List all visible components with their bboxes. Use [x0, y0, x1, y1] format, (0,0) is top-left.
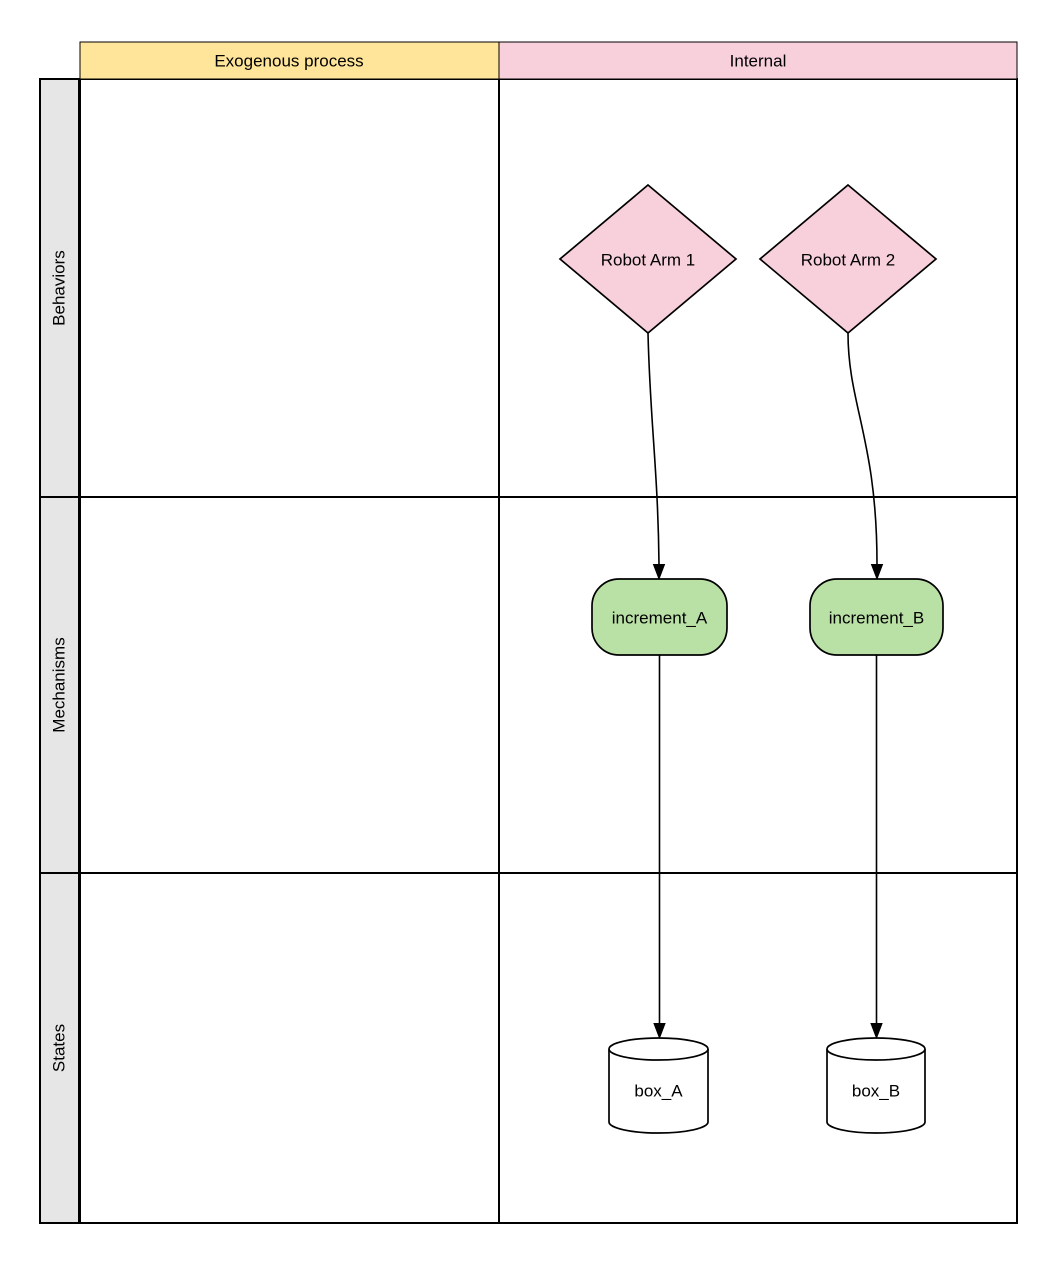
diamond-robot-arm-2-label: Robot Arm 2 — [801, 251, 896, 270]
cylinder-box-a: box_A — [608, 1037, 709, 1134]
row-label-states: States — [50, 1024, 69, 1072]
cylinder-box-a-top — [608, 1037, 709, 1061]
cylinder-box-b-label: box_B — [852, 1082, 900, 1101]
row-label-mechanisms: Mechanisms — [50, 637, 69, 732]
row-cell-states — [39, 872, 80, 1224]
diamond-robot-arm-2 — [758, 183, 938, 335]
arrowhead-incrementa — [652, 564, 666, 581]
cylinder-box-a-body — [608, 1049, 709, 1134]
header-exogenous-process-label: Exogenous process — [214, 52, 363, 71]
diamond-robot-arm-1-label: Robot Arm 1 — [601, 251, 696, 270]
row-cell-mechanisms — [39, 496, 80, 874]
arrowhead-boxb — [870, 1023, 883, 1040]
rounded-increment-a — [591, 578, 728, 656]
cell-states-exogenous — [79, 872, 500, 1224]
row-labels: Behaviors Mechanisms States — [39, 78, 80, 1224]
cell-mechanisms-internal — [498, 496, 1018, 874]
diamond-robot-arm-1 — [558, 183, 738, 335]
cell-behaviors-exogenous — [79, 78, 500, 498]
header-internal — [498, 41, 1018, 80]
column-headers: Exogenous process Internal — [79, 41, 1018, 80]
cell-behaviors-internal — [498, 78, 1018, 498]
rounded-increment-a-label: increment_A — [612, 609, 708, 628]
nodes: Robot Arm 1 Robot Arm 2 increment_A incr… — [558, 183, 944, 1134]
cylinder-box-b: box_B — [826, 1037, 926, 1134]
header-internal-label: Internal — [730, 52, 787, 71]
cylinder-box-a-label: box_A — [634, 1082, 683, 1101]
row-label-behaviors: Behaviors — [50, 250, 69, 326]
arrowhead-incrementb — [870, 564, 884, 581]
cell-mechanisms-exogenous — [79, 496, 500, 874]
cell-states-internal — [498, 872, 1018, 1224]
edge-robotarm2-incrementb — [847, 332, 878, 565]
grid-cells — [79, 78, 1018, 1224]
arrowhead-boxa — [653, 1023, 666, 1040]
rounded-increment-b — [809, 578, 944, 656]
cylinder-box-b-body — [826, 1049, 926, 1134]
cylinder-box-b-top — [826, 1037, 926, 1061]
edges — [647, 332, 884, 1040]
edge-robotarm1-incrementa — [647, 332, 660, 565]
header-exogenous-process — [79, 41, 500, 80]
rounded-increment-b-label: increment_B — [829, 609, 924, 628]
